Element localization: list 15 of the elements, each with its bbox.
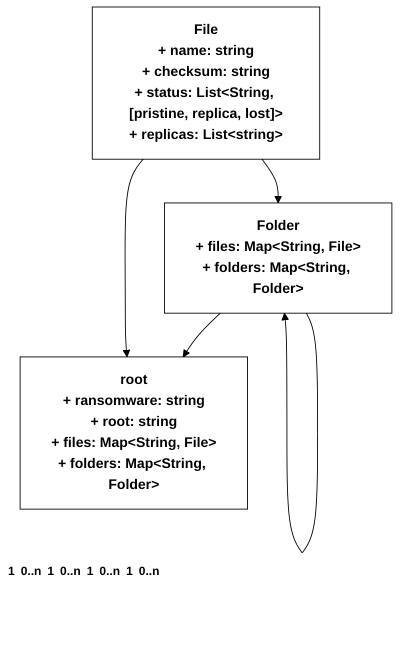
arrow xyxy=(262,158,282,204)
multiplicity-label: 1 xyxy=(86,564,94,578)
multiplicity-label: 0..n xyxy=(20,564,42,578)
multiplicity-label: 0..n xyxy=(99,564,120,578)
arrow xyxy=(281,312,318,554)
arrow xyxy=(122,158,144,358)
multiplicity-label: 1 xyxy=(8,564,15,578)
arrow xyxy=(182,312,221,358)
multiplicity-label: 1 xyxy=(47,564,54,578)
multiplicity-label: 0..n xyxy=(138,564,160,578)
multiplicity-label: 1 xyxy=(126,564,133,578)
node-box: File + name: string + checksum: string + status: List<String, [pristine, replica, lost]> + replicas: List<string> xyxy=(92,6,320,160)
node-box: root + ransomware: string + root: string + files: Map<String, File> + folders: Map<String, Folder> xyxy=(20,356,248,510)
node-box: Folder + files: Map<String, File> + folders: Map<String, Folder> xyxy=(164,202,392,314)
multiplicity-label: 0..n xyxy=(60,564,81,578)
